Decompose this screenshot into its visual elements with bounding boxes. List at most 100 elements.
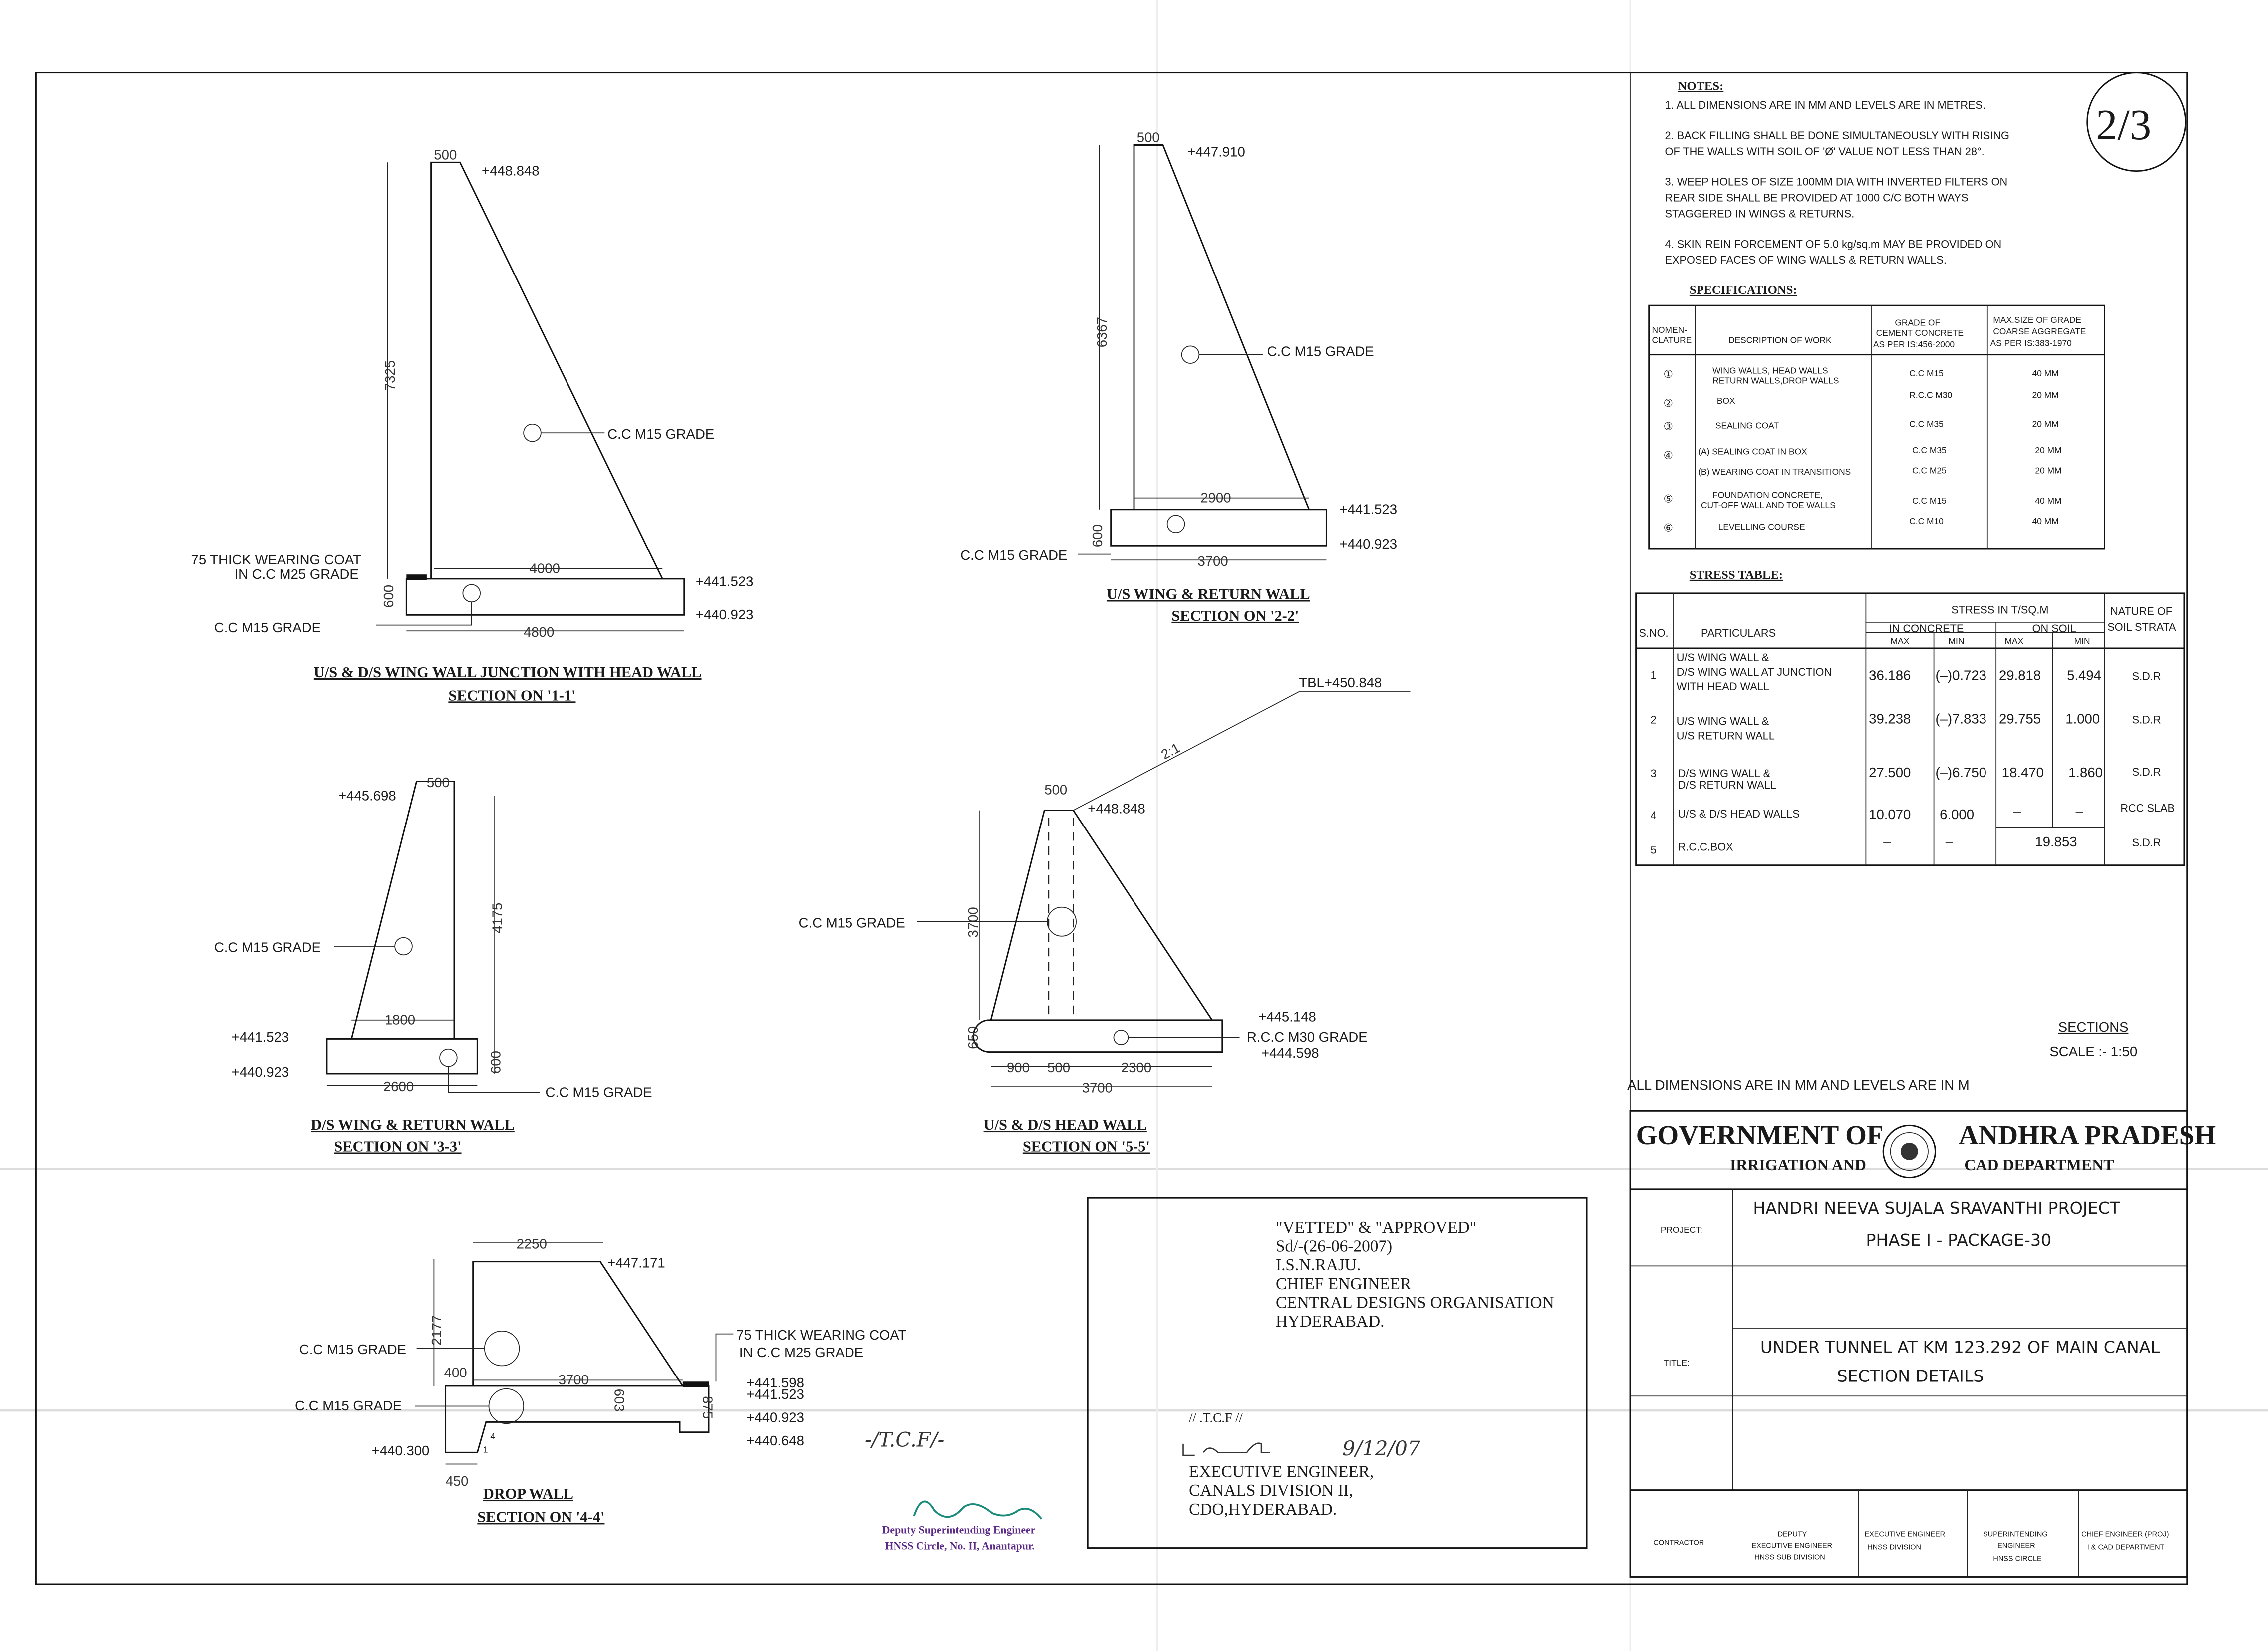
table-row: 4 U/S & D/S HEAD WALLS 10.070 6.000 – – … [1651, 802, 2175, 822]
cell-particulars: WITH HEAD WALL [1677, 680, 1769, 693]
col-header: NATURE OF [2110, 605, 2172, 617]
cell-particulars: D/S RETURN WALL [1678, 779, 1776, 791]
cell-sno: 4 [1651, 809, 1657, 822]
section-5-5: TBL+450.848 2:1 500 +448.848 3700 650 C.… [799, 675, 1411, 1155]
handwritten-date: 9/12/07 [1342, 1436, 1420, 1460]
spec-desc: FOUNDATION CONCRETE, [1712, 490, 1823, 500]
spec-size: 20 MM [2032, 419, 2059, 429]
cell-particulars: U/S RETURN WALL [1677, 730, 1775, 742]
note-line: 4. SKIN REIN FORCEMENT OF 5.0 kg/sq.m MA… [1665, 238, 2002, 250]
dim: 2300 [1121, 1060, 1151, 1075]
dim: 450 [446, 1473, 469, 1489]
note-line: OF THE WALLS WITH SOIL OF 'Ø' VALUE NOT … [1665, 145, 1984, 158]
sheet-number-text: 2/3 [2096, 101, 2151, 149]
dim-foot: 3700 [1082, 1080, 1113, 1096]
spec-header: CEMENT CONCRETE [1876, 328, 1964, 338]
cell-value: – [2013, 804, 2021, 819]
section-subtitle: SECTION ON '1-1' [448, 687, 575, 704]
dim-foot: 3700 [1198, 553, 1228, 569]
signatory: ENGINEER [1997, 1542, 2035, 1550]
dim-height: 7325 [382, 360, 398, 391]
cell-value: 1.000 [2065, 711, 2100, 727]
spec-no: ② [1664, 397, 1673, 409]
level: +440.923 [232, 1064, 289, 1080]
cell-value: 10.070 [1869, 807, 1911, 822]
ee-line: EXECUTIVE ENGINEER, [1189, 1463, 1374, 1481]
dim-top: 500 [1044, 782, 1067, 798]
spec-header: AS PER IS:456-2000 [1873, 339, 1955, 349]
slope-v: 4 [490, 1431, 495, 1441]
section-3-3: 4175 500 +445.698 C.C M15 GRADE 1800 600… [214, 775, 652, 1155]
handwritten-tcf: -/T.C.F/- [865, 1428, 944, 1452]
signatory: CONTRACTOR [1653, 1539, 1704, 1547]
level: +440.923 [746, 1409, 804, 1425]
spec-grade: C.C M10 [1909, 516, 1944, 526]
deputy-se-stamp: Deputy Superintending Engineer HNSS Circ… [882, 1500, 1043, 1552]
col-header: PARTICULARS [1701, 627, 1776, 639]
cell-value: 18.470 [2002, 765, 2044, 780]
level: +440.923 [1340, 536, 1398, 551]
level: +445.148 [1258, 1009, 1316, 1025]
foot-grade: C.C M15 GRADE [960, 548, 1067, 563]
tbl-level: TBL+450.848 [1299, 675, 1382, 690]
spec-grade: C.C M35 [1912, 445, 1947, 455]
spec-desc: SEALING COAT [1715, 421, 1779, 431]
level: +444.598 [1261, 1045, 1319, 1061]
signatory: DEPUTY [1778, 1530, 1807, 1538]
section-title: U/S WING & RETURN WALL [1107, 585, 1310, 602]
grade-label: C.C M15 GRADE [607, 426, 714, 442]
cell-sno: 1 [1651, 669, 1657, 681]
spec-header: NOMEN- [1652, 325, 1687, 335]
cell-nature: S.D.R [2132, 836, 2161, 849]
spec-header: GRADE OF [1895, 318, 1940, 328]
spec-desc: LEVELLING COURSE [1718, 522, 1805, 532]
foot-grade: C.C M15 GRADE [546, 1084, 652, 1100]
spec-size: 20 MM [2035, 465, 2061, 475]
section-subtitle: SECTION ON '2-2' [1171, 607, 1299, 624]
cell-sno: 2 [1651, 714, 1657, 726]
spec-desc: (A) SEALING COAT IN BOX [1698, 447, 1807, 457]
cell-value: – [2076, 804, 2084, 819]
signatory: EXECUTIVE ENGINEER [1864, 1530, 1945, 1538]
title-label: TITLE: [1664, 1358, 1690, 1368]
approval-line: CHIEF ENGINEER [1276, 1275, 1412, 1293]
grade-label: C.C M15 GRADE [299, 1342, 406, 1357]
spec-header: CLATURE [1652, 335, 1692, 345]
cell-value: 5.494 [2067, 668, 2101, 683]
spec-size: 40 MM [2032, 516, 2059, 526]
cell-particulars: D/S WING WALL AT JUNCTION [1677, 666, 1832, 678]
spec-grade: R.C.C M30 [1909, 390, 1952, 400]
note-line: 1. ALL DIMENSIONS ARE IN MM AND LEVELS A… [1665, 99, 1986, 111]
dim-foot: 4800 [524, 624, 554, 640]
level: +440.648 [746, 1433, 804, 1448]
cell-sno: 3 [1651, 767, 1657, 780]
dept-left: IRRIGATION AND [1730, 1156, 1866, 1174]
section-subtitle: SECTION ON '3-3' [334, 1138, 461, 1155]
spec-grade: C.C M15 [1909, 368, 1944, 378]
cell-value: 27.500 [1869, 765, 1911, 780]
coat-label: IN C.C M25 GRADE [234, 566, 358, 582]
col-header: SOIL STRATA [2107, 621, 2176, 633]
dim-base-h: 650 [965, 1026, 981, 1049]
cell-nature: S.D.R [2132, 670, 2161, 683]
col-header: MIN [1949, 636, 1965, 646]
cell-value: – [1883, 834, 1891, 849]
spec-desc: BOX [1717, 396, 1735, 406]
ee-line: CANALS DIVISION II, [1189, 1481, 1353, 1500]
coat-label: 75 THICK WEARING COAT [736, 1327, 907, 1343]
cell-value: 29.755 [1999, 711, 2041, 727]
approval-line: I.S.N.RAJU. [1276, 1256, 1361, 1274]
sections-label: SECTIONS [2058, 1019, 2129, 1035]
grade-label: C.C M15 GRADE [1267, 344, 1374, 359]
drawing-subtitle: SECTION DETAILS [1837, 1366, 1984, 1385]
cell-value: – [1946, 834, 1954, 849]
cell-nature: S.D.R [2132, 714, 2161, 726]
project-package: PHASE I - PACKAGE-30 [1866, 1230, 2051, 1250]
dim: 875 [700, 1396, 715, 1419]
col-header: ON SOIL [2032, 622, 2076, 635]
dimension-note: ALL DIMENSIONS ARE IN MM AND LEVELS ARE … [1627, 1077, 1970, 1093]
notes-heading: NOTES: [1678, 79, 1724, 93]
dim-base: 2900 [1200, 490, 1231, 505]
col-header: IN CONCRETE [1889, 622, 1964, 635]
cell-value: (–)0.723 [1935, 668, 1986, 683]
